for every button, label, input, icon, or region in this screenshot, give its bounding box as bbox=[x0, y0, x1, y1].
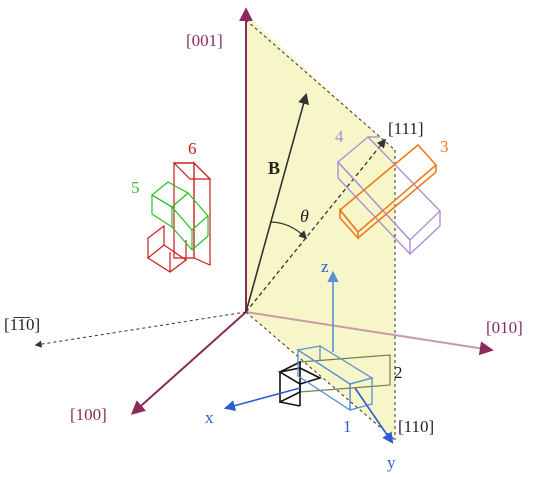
field-vector bbox=[245, 92, 310, 313]
theta-label: θ bbox=[300, 206, 309, 226]
local-y-axis bbox=[354, 387, 394, 444]
plane-top-edge bbox=[245, 19, 396, 151]
label-1-10: [1̅1̅0] bbox=[4, 315, 40, 334]
center-6-label: 6 bbox=[188, 139, 197, 158]
local-x-axis bbox=[223, 387, 301, 412]
dir-110 bbox=[245, 311, 396, 441]
label-010: [010] bbox=[486, 318, 523, 337]
axis-100 bbox=[130, 311, 247, 415]
theta-arc bbox=[269, 221, 308, 240]
label-001: [001] bbox=[186, 31, 223, 50]
dir-111 bbox=[245, 138, 387, 313]
center-2 bbox=[277, 354, 391, 407]
field-label: B bbox=[268, 158, 280, 178]
label-100: [100] bbox=[70, 405, 107, 424]
center-6 bbox=[146, 161, 212, 273]
center-1-label: 1 bbox=[343, 417, 352, 436]
center-1 bbox=[296, 345, 374, 412]
center-3 bbox=[338, 143, 438, 241]
label-110: [110] bbox=[398, 417, 434, 436]
center-4-label: 4 bbox=[335, 127, 344, 146]
shaded-plane bbox=[246, 15, 395, 440]
local-x-label: x bbox=[205, 408, 214, 427]
center-5 bbox=[150, 181, 209, 251]
center-2-label: 2 bbox=[394, 363, 403, 382]
axis-010 bbox=[245, 311, 494, 356]
center-5-label: 5 bbox=[131, 178, 140, 197]
label-111: [111] bbox=[388, 119, 424, 138]
center-3-label: 3 bbox=[440, 137, 449, 156]
local-z-label: z bbox=[321, 257, 329, 276]
local-y-label: y bbox=[387, 453, 396, 472]
